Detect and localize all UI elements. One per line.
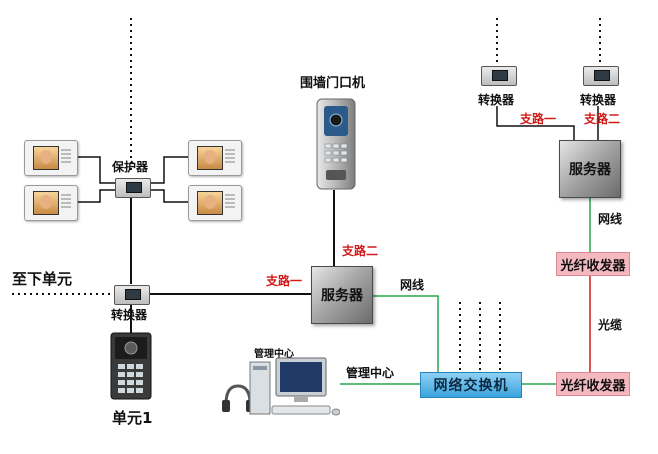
converter-icon <box>115 178 151 198</box>
optical-cable-label: 光缆 <box>598 318 623 332</box>
computer-icon <box>222 357 340 416</box>
network-line-center-label: 网线 <box>400 278 425 292</box>
protector-label: 保护器 <box>112 160 149 174</box>
branch1-right-line <box>496 106 575 140</box>
server-icon: 服务器 <box>559 140 621 198</box>
door-station-icon <box>110 332 152 400</box>
branch1-center-label: 支路一 <box>266 274 303 288</box>
fiber-transceiver-icon: 光纤收发器 <box>556 372 630 396</box>
server-to-switch-line <box>370 295 439 372</box>
video-monitor-icon <box>188 140 242 176</box>
fiber-transceiver-icon: 光纤收发器 <box>556 252 630 276</box>
unit1-label: 单元1 <box>112 409 153 427</box>
monitor-line-tl <box>76 156 115 184</box>
video-monitor-icon <box>24 185 78 221</box>
server-right-label: 服务器 <box>569 162 611 178</box>
monitor-line-br <box>148 189 188 203</box>
branch1-right-label: 支路一 <box>520 112 557 126</box>
video-monitor-icon <box>24 140 78 176</box>
converter-icon <box>481 66 517 86</box>
mgmt-center-label: 管理中心 <box>346 366 395 380</box>
top-converter-1-label: 转换器 <box>478 93 515 107</box>
outdoor-station-icon <box>316 98 356 190</box>
top-converter-2-label: 转换器 <box>580 93 617 107</box>
monitor-line-tr <box>148 156 188 184</box>
headset-icon <box>222 384 254 412</box>
to-next-unit-label: 至下单元 <box>12 270 73 288</box>
server-center-label: 服务器 <box>321 288 363 304</box>
fiber-transceiver-bottom-label: 光纤收发器 <box>560 378 626 394</box>
video-monitor-icon <box>188 185 242 221</box>
network-line-right-label: 网线 <box>598 212 623 226</box>
branch2-center-label: 支路二 <box>342 244 379 258</box>
server-icon: 服务器 <box>311 266 373 324</box>
fiber-transceiver-top-label: 光纤收发器 <box>560 258 626 274</box>
branch2-right-label: 支路二 <box>584 112 621 126</box>
monitor-line-bl <box>76 189 115 203</box>
switch-label: 网络交换机 <box>433 378 509 394</box>
mgmt-center-pc-text: 管理中心 <box>254 349 294 360</box>
converter-left-label: 转换器 <box>111 308 148 322</box>
network-switch-icon: 网络交换机 <box>420 372 522 398</box>
converter-icon <box>114 285 150 305</box>
wall-unit-label: 围墙门口机 <box>300 76 366 91</box>
converter-icon <box>583 66 619 86</box>
